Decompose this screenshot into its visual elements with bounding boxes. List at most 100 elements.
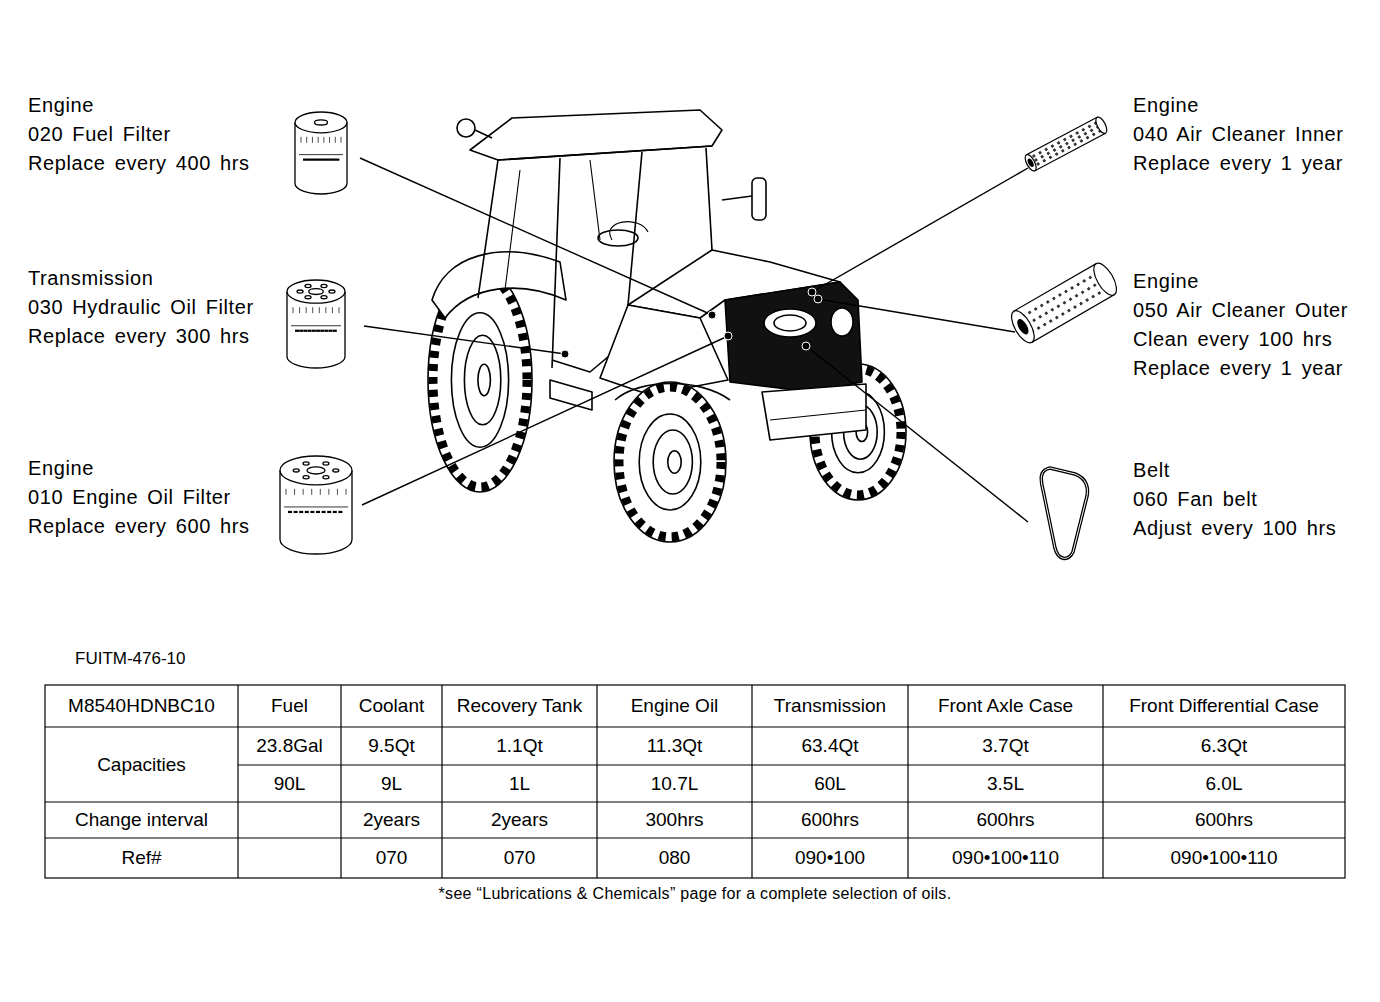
table-text: 090•100•110 <box>1171 847 1278 869</box>
table-text: 070 <box>376 847 408 869</box>
document-code: FUITM-476-10 <box>75 649 186 669</box>
leader-dot <box>561 350 569 358</box>
table-cell: 23.8Gal <box>238 727 341 765</box>
filter-mark <box>333 330 337 332</box>
table-rule <box>45 726 1345 727</box>
filter-rib <box>325 307 326 313</box>
element-perforation <box>1037 326 1040 329</box>
element-perforation <box>1093 284 1096 287</box>
table-text: Ref# <box>121 847 161 869</box>
table-cell: 90L <box>238 765 341 802</box>
table-cell: 9L <box>341 765 442 802</box>
table-text: 9L <box>381 773 402 795</box>
table-cell: Change interval <box>45 802 238 838</box>
filter-rib <box>328 489 329 495</box>
filter-rib <box>303 489 304 495</box>
element-perforation <box>1057 305 1060 308</box>
table-rule <box>340 685 341 878</box>
element-perforation <box>1064 290 1067 293</box>
table-rule <box>1102 685 1103 878</box>
table-cell: 600hrs <box>908 802 1103 838</box>
table-text: Front Differential Case <box>1129 695 1319 717</box>
element-perforation <box>1038 151 1041 154</box>
hood-side <box>600 305 728 395</box>
filter-port <box>315 120 328 125</box>
mirror-arm <box>475 130 492 138</box>
table-text: 600hrs <box>801 809 859 831</box>
filter-mark <box>299 330 303 332</box>
element-perforation <box>1074 143 1077 146</box>
element-hole <box>1016 318 1030 335</box>
element-perforation <box>1082 128 1085 131</box>
filter-mark <box>310 159 314 161</box>
element-perforation <box>1092 295 1095 298</box>
table-text: 90L <box>274 773 306 795</box>
front-grille <box>725 282 862 392</box>
element-perforation <box>1081 291 1084 294</box>
air-cleaner-inner <box>1023 115 1109 172</box>
element-perforation <box>1043 323 1046 326</box>
element-perforation <box>1069 135 1072 138</box>
table-text: 1L <box>509 773 530 795</box>
filter-band <box>284 506 348 507</box>
table-rule <box>45 837 1345 838</box>
cab-pillar <box>552 158 560 368</box>
table-cell: 1.1Qt <box>442 727 597 765</box>
filter-rib <box>335 137 336 143</box>
table-text: 11.3Qt <box>647 735 703 757</box>
oil-filter <box>295 112 347 194</box>
filter-hole <box>321 296 327 299</box>
filter-hole <box>329 290 335 293</box>
table-text: Capacities <box>97 754 186 776</box>
filter-hole <box>303 476 309 479</box>
mirror <box>752 178 766 220</box>
filter-rib <box>323 137 324 143</box>
table-cell: 300hrs <box>597 802 752 838</box>
filter-hole <box>303 462 309 465</box>
element-perforation <box>1075 294 1078 297</box>
element-perforation <box>1063 138 1066 141</box>
element-hole <box>1027 158 1034 167</box>
leader-line <box>364 326 565 354</box>
filter-port <box>309 289 324 295</box>
element-perforation <box>1090 129 1093 132</box>
table-text: 1.1Qt <box>496 735 542 757</box>
filter-mark <box>320 330 324 332</box>
filter-rib <box>320 489 321 495</box>
element-perforation <box>1040 304 1043 307</box>
filter-hole <box>305 296 311 299</box>
table-text: 23.8Gal <box>256 735 323 757</box>
filter-rib <box>286 489 287 495</box>
table-text: M8540HDNBC10 <box>68 695 215 717</box>
filter-band <box>291 325 341 326</box>
table-grid <box>45 685 1345 878</box>
filter-mark <box>303 159 307 161</box>
element-perforation <box>1079 302 1082 305</box>
filter-mark <box>312 330 316 332</box>
filter-rib <box>311 489 312 495</box>
element-perforation <box>1070 286 1073 289</box>
filter-mark <box>299 511 303 513</box>
filter-rib <box>299 307 300 313</box>
cab-roof <box>470 110 722 160</box>
filter-mark <box>307 159 311 161</box>
element-perforation <box>1045 148 1048 151</box>
element-perforation <box>1058 293 1061 296</box>
filter-rib <box>319 307 320 313</box>
front-fender <box>615 384 730 401</box>
steering-wheel <box>598 230 638 246</box>
element-end <box>1007 307 1039 346</box>
element-perforation <box>1087 287 1090 290</box>
leader-line <box>818 299 1015 332</box>
leader-dot <box>808 288 816 296</box>
table-text: 2years <box>363 809 420 831</box>
cab-pillar <box>706 148 712 250</box>
table-text: Engine Oil <box>631 695 719 717</box>
element-perforation <box>1032 319 1035 322</box>
tire-tread <box>619 387 721 537</box>
table-text: Change interval <box>75 809 208 831</box>
table-cell: 090•100•110 <box>908 838 1103 878</box>
element-perforation <box>1098 291 1101 294</box>
element-perforation <box>1049 156 1052 159</box>
table-text: 10.7L <box>651 773 699 795</box>
